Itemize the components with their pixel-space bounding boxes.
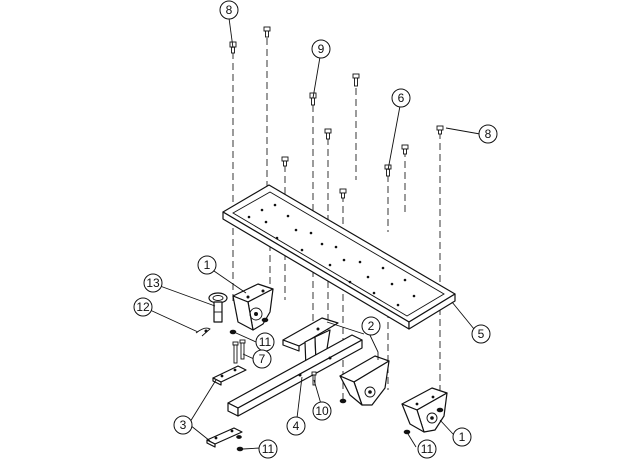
balloon-1-right: 1 [452, 427, 472, 447]
svg-text:4: 4 [293, 419, 300, 433]
balloon-7: 7 [252, 349, 272, 369]
top-bolts [229, 26, 444, 199]
misc-nuts [236, 435, 244, 452]
svg-text:11: 11 [259, 335, 272, 349]
bolt-top-2 [352, 73, 360, 87]
tray-holes [247, 203, 416, 307]
balloon-1-left: 1 [197, 255, 217, 275]
bolt-top-4 [281, 156, 289, 167]
tray-part-5 [222, 184, 456, 330]
balloon-4: 4 [286, 416, 306, 436]
long-rail-part-4 [227, 334, 363, 417]
svg-text:3: 3 [180, 418, 187, 432]
clip-part-12 [195, 327, 211, 337]
far-right-bracket-part-1 [401, 387, 448, 435]
svg-text:12: 12 [136, 300, 150, 314]
leader-lines [149, 17, 481, 450]
balloon-12: 12 [133, 297, 153, 317]
bolt-6 [384, 164, 392, 177]
svg-text:1: 1 [204, 258, 211, 272]
svg-text:2: 2 [368, 319, 375, 333]
balloon-10: 10 [312, 401, 332, 421]
bolt-9 [309, 92, 317, 106]
plates-part-3 [206, 365, 247, 448]
svg-text:11: 11 [421, 442, 434, 456]
balloon-13: 13 [143, 273, 163, 293]
svg-text:10: 10 [315, 404, 329, 418]
bolt-top-6 [401, 144, 409, 155]
bolt-part-10 [311, 371, 317, 386]
balloon-5: 5 [471, 324, 491, 344]
left-bracket-part-1 [229, 283, 274, 335]
balloon-8-top-left: 8 [219, 0, 239, 20]
svg-text:1: 1 [459, 430, 466, 444]
balloon-9: 9 [311, 39, 331, 59]
right-bracket [339, 355, 390, 406]
svg-text:11: 11 [262, 442, 275, 456]
svg-text:9: 9 [318, 42, 325, 56]
bolts-part-7 [232, 339, 246, 364]
balloon-11-bottom-right: 11 [417, 439, 437, 459]
balloon-11-upper: 11 [255, 332, 275, 352]
svg-text:7: 7 [259, 352, 266, 366]
bolt-top-5 [339, 188, 347, 199]
bolt-top-1 [263, 26, 271, 38]
balloon-11-bottom-left: 11 [258, 439, 278, 459]
balloons: 8 9 6 8 1 13 12 11 7 2 5 [133, 0, 498, 459]
bolt-8-right [436, 125, 444, 135]
balloon-2: 2 [361, 316, 381, 336]
svg-text:13: 13 [146, 276, 160, 290]
svg-text:5: 5 [478, 327, 485, 341]
balloon-3: 3 [173, 415, 193, 435]
pin-part-13 [208, 292, 228, 323]
svg-text:8: 8 [485, 127, 492, 141]
svg-text:8: 8 [226, 3, 233, 17]
svg-text:6: 6 [398, 91, 405, 105]
balloon-6: 6 [391, 88, 411, 108]
bolt-top-3 [324, 128, 332, 140]
balloon-8-right: 8 [478, 124, 498, 144]
